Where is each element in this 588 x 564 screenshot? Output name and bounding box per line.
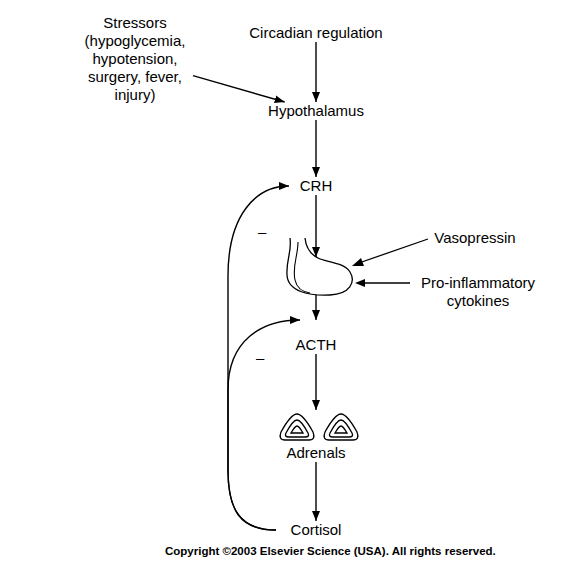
feedback-arrow [228, 320, 300, 530]
input-label: Circadian regulation [226, 24, 406, 42]
stressor-list: Stressors (hypoglycemia, hypotension, su… [77, 14, 193, 104]
adrenal-gland [280, 414, 314, 440]
organ-label: Adrenals [266, 410, 366, 462]
arrow-head [312, 247, 320, 257]
node-text: Pro-inflammatory cytokines [413, 274, 543, 310]
feedback-arrow [228, 186, 289, 530]
pituitary-inner-line [294, 242, 310, 293]
leader-arrow [362, 282, 410, 283]
hormone-label: ACTH [286, 320, 346, 354]
node-text: CRH [289, 177, 343, 195]
arrow-head [355, 279, 365, 287]
node-text: Cortisol [276, 521, 356, 539]
node-text: Circadian regulation [226, 24, 406, 42]
leader-arrow [356, 239, 428, 264]
inhibition-sign: – [256, 350, 264, 366]
hormone-label: Cortisol [276, 521, 356, 539]
node-text: Hypothalamus [251, 102, 381, 120]
flow-arrow [315, 354, 316, 410]
arrow-head [352, 258, 364, 266]
inhibition-sign: – [258, 224, 266, 240]
node-text: Vasopressin [420, 229, 530, 247]
flow-arrow [315, 120, 316, 177]
flow-arrow [193, 76, 285, 102]
pituitary-gland [287, 238, 352, 295]
node-text: Stressors (hypoglycemia, hypotension, su… [77, 14, 193, 104]
flow-arrow [315, 42, 316, 102]
flow-arrow [315, 462, 316, 521]
adrenal-gland [324, 414, 358, 440]
organ-label: Hypothalamus [251, 102, 381, 120]
node-text: Adrenals [266, 444, 366, 462]
copyright-note: Copyright ©2003 Elsevier Science (USA). … [165, 545, 496, 557]
node-text: ACTH [286, 336, 346, 354]
modulator-label: Pro-inflammatory cytokines [413, 274, 543, 310]
hormone-label: CRH [289, 177, 343, 195]
modulator-label: Vasopressin [420, 229, 530, 247]
